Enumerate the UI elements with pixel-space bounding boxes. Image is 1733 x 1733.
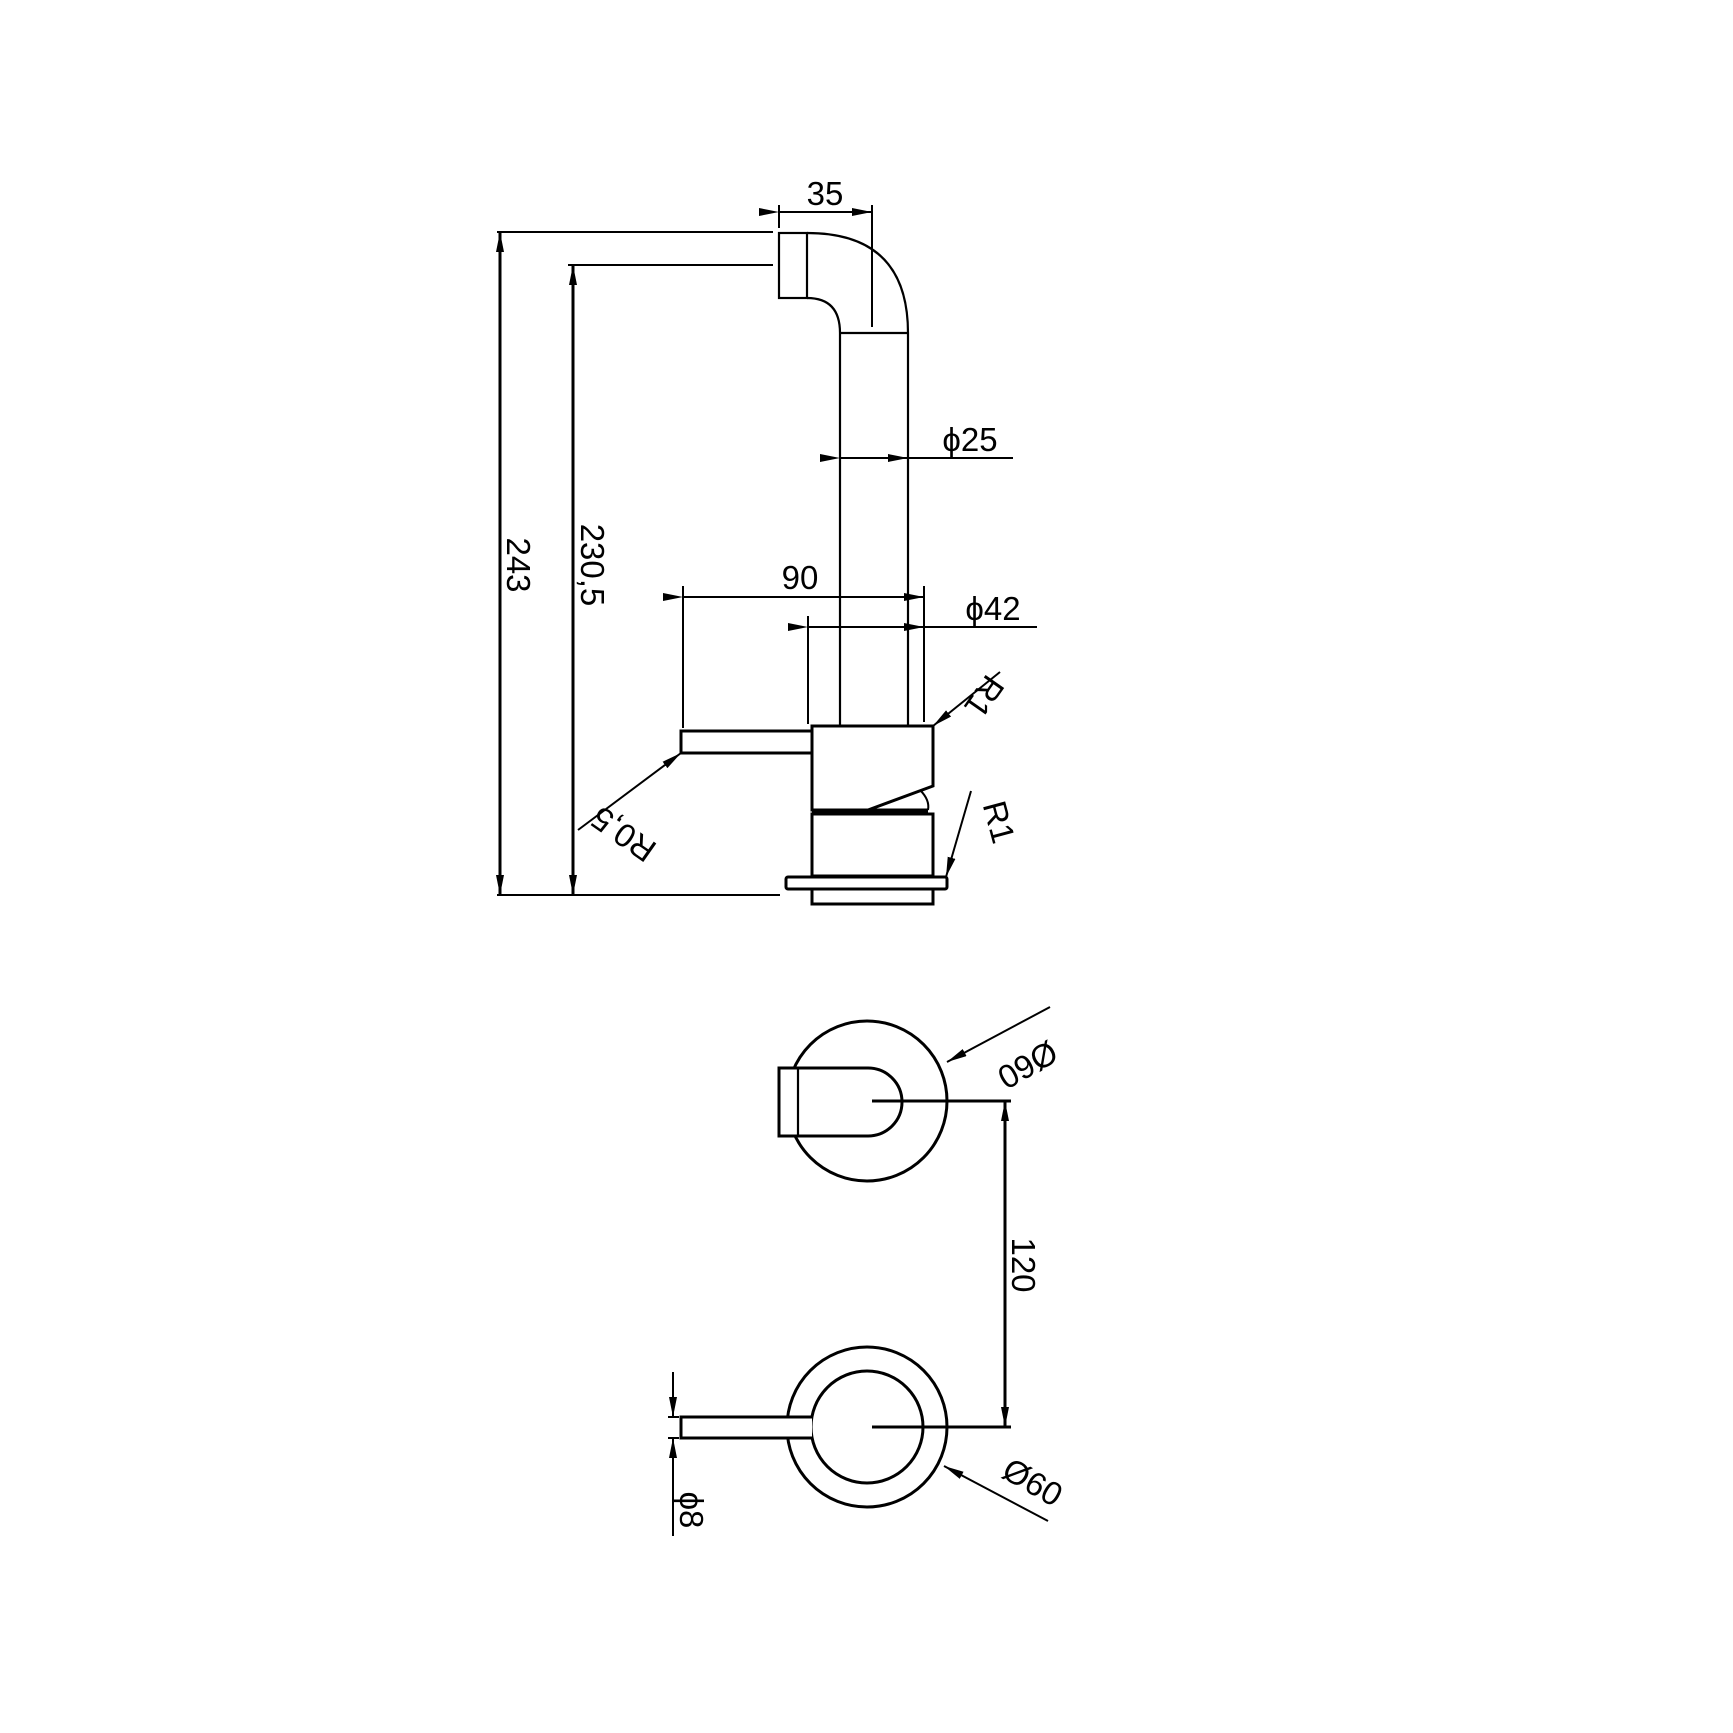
dim-r1-top-label: R1 [957,669,1012,725]
spout-bend-inner [806,296,842,334]
dim-phi60-bottom-label: Ø60 [996,1450,1069,1513]
dim-phi60-top-label: Ø60 [991,1033,1064,1096]
mixer-body-lower [810,812,935,878]
lever-handle [679,729,814,755]
dim-phi42-label: ϕ42 [965,590,1020,627]
spout-top-outline [777,1066,904,1138]
lever-top [679,1415,812,1440]
dim-230-label: 230,5 [574,524,611,607]
body-curve [919,789,930,811]
dim-120-label: 120 [1005,1237,1042,1292]
mixer-body-upper [810,724,935,812]
dim-r1-top-leader [932,671,1001,727]
dim-phi60-bottom-leader [943,1465,1049,1522]
dim-r05-label: R0,5 [584,799,662,869]
dim-phi25-label: ϕ25 [942,421,997,458]
dim-r05-leader [577,752,682,831]
spout-tip [777,231,809,300]
dim-35-label: 35 [807,175,844,212]
top-view: Ø60 120 Ø60 ϕ8 [668,1006,1069,1536]
dim-r1-base-leader [945,790,972,878]
spout-bend-outer [806,231,910,334]
base-plate [784,875,949,891]
dim-phi8-label: ϕ8 [673,1492,710,1529]
dim-r1-base-label: R1 [976,797,1023,847]
dim-90-label: 90 [782,559,819,596]
side-view: 35 243 230,5 ϕ25 90 ϕ42 R1 R0,5 [496,175,1037,906]
shank [810,887,935,906]
dim-phi60-top-leader [946,1006,1051,1063]
dim-243-label: 243 [500,537,537,592]
